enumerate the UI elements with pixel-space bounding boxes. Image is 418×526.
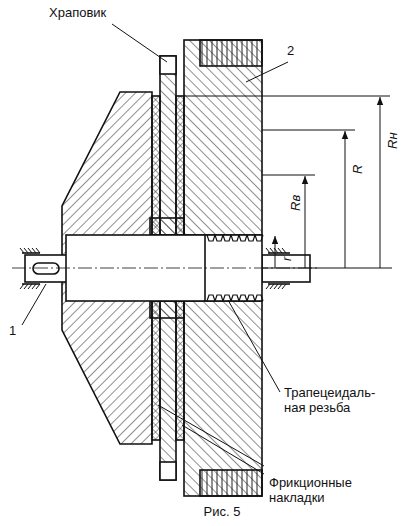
figure-caption: Рис. 5 [202, 504, 243, 519]
dimension-label: Rв [289, 194, 304, 212]
dimension-label: r [280, 256, 295, 262]
dimension-lines [184, 96, 392, 268]
part-label: Храповик [48, 6, 107, 21]
part-label: Фрикционные накладки [268, 476, 382, 506]
leader-lines [22, 24, 288, 474]
dimension-label: Rн [386, 131, 401, 150]
callout-number: 1 [8, 324, 17, 339]
callout-number: 2 [286, 44, 295, 59]
part-label: Трапецеидаль- ная резьба [283, 386, 397, 416]
dimension-label: R [351, 164, 366, 175]
